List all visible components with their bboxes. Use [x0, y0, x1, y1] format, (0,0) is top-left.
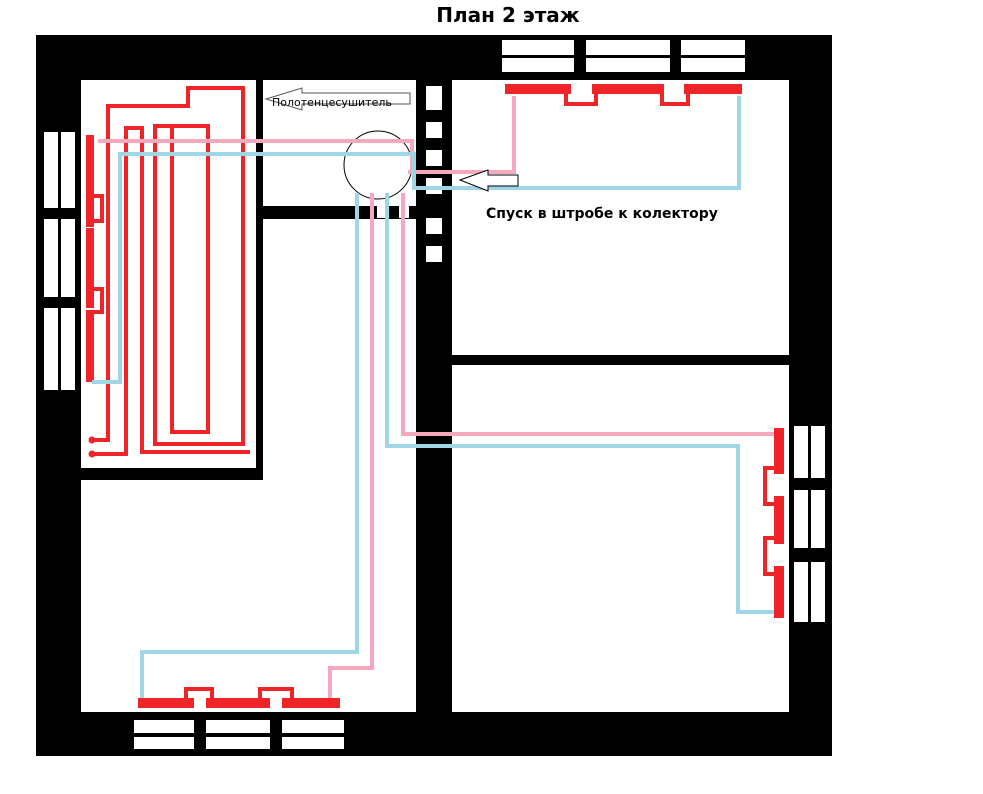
return-pipes	[92, 96, 776, 700]
riser-note: Спуск в штробе к колектору	[486, 206, 718, 222]
bathroom-interior	[81, 80, 256, 468]
bedroom-bottom-right-interior	[452, 365, 789, 712]
plan-title: План 2 этаж	[436, 3, 579, 27]
windows	[44, 40, 825, 749]
bedroom-top-right-interior	[452, 80, 789, 355]
towel-dryer-label: Полотенцесушитель	[272, 96, 392, 109]
interior-walls	[81, 80, 789, 712]
underfloor-heating-loop	[88, 86, 250, 458]
hall-middle-interior	[263, 219, 416, 468]
bedroom-left-interior	[81, 480, 416, 712]
right-radiators	[763, 428, 784, 618]
bathroom-radiator	[86, 135, 104, 382]
towel-dryer-arrow: Полотенцесушитель	[264, 87, 411, 111]
riser-arrow	[458, 169, 519, 192]
top-radiators	[505, 84, 742, 106]
bottom-radiators	[138, 687, 340, 708]
